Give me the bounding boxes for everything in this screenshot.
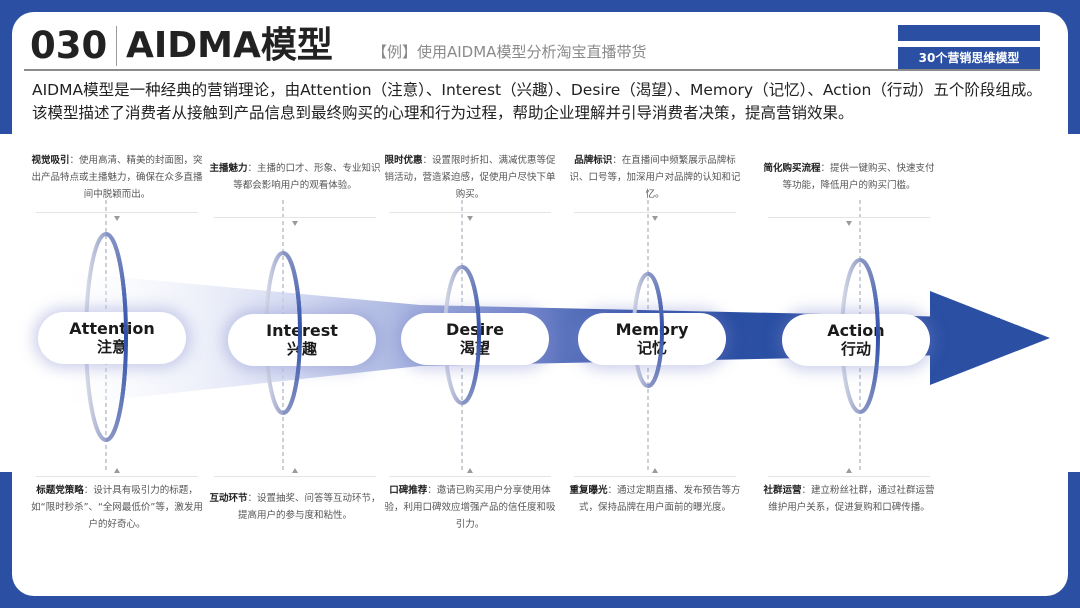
page-subtitle: 【例】使用AIDMA模型分析淘宝直播带货: [372, 43, 647, 61]
page-title: AIDMA模型: [126, 25, 333, 66]
down-triangle-icon: [652, 216, 658, 221]
stage-action: Action 行动: [782, 314, 930, 366]
stage-zh-label: 渴望: [459, 339, 490, 357]
note-memory-top: 品牌标识：在直播间中频繁展示品牌标识、口号等，加深用户对品牌的认知和记忆。: [568, 152, 742, 221]
note-text: ：设置限时折扣、满减优惠等促销活动，营造紧迫感，促使用户尽快下单购买。: [384, 155, 556, 200]
note-text: ：提供一键购买、快速支付等功能，降低用户的购买门槛。: [782, 163, 935, 191]
stage-interest: Interest 兴趣: [228, 314, 376, 366]
stage-attention: Attention 注意: [38, 312, 186, 364]
note-divider: [389, 212, 551, 213]
down-triangle-icon: [292, 221, 298, 226]
stage-zh-label: 行动: [840, 340, 871, 358]
note-title: 简化购买流程: [763, 163, 821, 174]
note-divider: [574, 212, 736, 213]
note-action-bottom: 社群运营：建立粉丝社群，通过社群运营维护用户关系，促进复购和口碑传播。: [762, 468, 936, 516]
note-text: ：设计具有吸引力的标题，如“限时秒杀”、“全网最低价”等，激发用户的好奇心。: [31, 485, 203, 530]
down-triangle-icon: [846, 221, 852, 226]
note-title: 互动环节: [209, 493, 248, 504]
badge-bar: [898, 25, 1040, 41]
note-text: ：邀请已购买用户分享使用体验，利用口碑效应增强产品的信任度和吸引力。: [384, 485, 556, 530]
note-interest-bottom: 互动环节：设置抽奖、问答等互动环节，提高用户的参与度和粘性。: [208, 468, 382, 524]
note-title: 社群运营: [763, 485, 802, 496]
stage-en-label: Action: [827, 321, 885, 340]
note-divider: [768, 217, 930, 218]
note-divider: [389, 476, 551, 477]
note-title: 视觉吸引: [31, 155, 70, 166]
up-triangle-icon: [467, 468, 473, 473]
stage-zh-label: 兴趣: [286, 340, 317, 358]
note-divider: [36, 212, 198, 213]
title-divider: [116, 26, 117, 66]
note-text: ：建立粉丝社群，通过社群运营维护用户关系，促进复购和口碑传播。: [768, 485, 935, 513]
note-divider: [36, 476, 198, 477]
up-triangle-icon: [652, 468, 658, 473]
note-divider: [574, 476, 736, 477]
stage-en-label: Interest: [266, 321, 338, 340]
stage-en-label: Desire: [446, 320, 504, 339]
note-divider: [214, 217, 376, 218]
note-attention-top: 视觉吸引：使用高清、精美的封面图，突出产品特点或主播魅力，确保在众多直播间中脱颖…: [30, 152, 204, 221]
up-triangle-icon: [114, 468, 120, 473]
series-badge: 30个营销思维模型: [898, 47, 1040, 69]
note-divider: [214, 476, 376, 477]
stage-memory: Memory 记忆: [578, 313, 726, 365]
note-interest-top: 主播魅力：主播的口才、形象、专业知识等都会影响用户的观看体验。: [208, 160, 382, 226]
model-number: 030: [30, 24, 108, 67]
down-triangle-icon: [114, 216, 120, 221]
note-text: ：主播的口才、形象、专业知识等都会影响用户的观看体验。: [233, 163, 381, 191]
title-underline: [24, 69, 1040, 71]
note-attention-bottom: 标题党策略：设计具有吸引力的标题，如“限时秒杀”、“全网最低价”等，激发用户的好…: [30, 468, 204, 533]
intro-paragraph: AIDMA模型是一种经典的营销理论，由Attention（注意）、Interes…: [32, 81, 1042, 122]
up-triangle-icon: [292, 468, 298, 473]
stage-en-label: Attention: [69, 319, 155, 338]
note-title: 重复曝光: [569, 485, 608, 496]
up-triangle-icon: [846, 468, 852, 473]
ring-front-arcs: [105, 232, 880, 442]
note-text: ：在直播间中频繁展示品牌标识、口号等，加深用户对品牌的认知和记忆。: [569, 155, 741, 200]
note-desire-bottom: 口碑推荐：邀请已购买用户分享使用体验，利用口碑效应增强产品的信任度和吸引力。: [383, 468, 557, 533]
note-action-top: 简化购买流程：提供一键购买、快速支付等功能，降低用户的购买门槛。: [762, 160, 936, 226]
note-text: ：使用高清、精美的封面图，突出产品特点或主播魅力，确保在众多直播间中脱颖而出。: [31, 155, 203, 200]
note-text: ：设置抽奖、问答等互动环节，提高用户的参与度和粘性。: [237, 493, 381, 521]
stage-desire: Desire 渴望: [401, 313, 549, 365]
stage-en-label: Memory: [615, 320, 689, 339]
note-title: 限时优惠: [384, 155, 423, 166]
note-desire-top: 限时优惠：设置限时折扣、满减优惠等促销活动，营造紧迫感，促使用户尽快下单购买。: [383, 152, 557, 221]
note-title: 品牌标识: [574, 155, 613, 166]
note-text: ：通过定期直播、发布预告等方式，保持品牌在用户面前的曝光度。: [578, 485, 741, 513]
note-title: 标题党策略: [36, 485, 84, 496]
note-title: 主播魅力: [209, 163, 248, 174]
note-memory-bottom: 重复曝光：通过定期直播、发布预告等方式，保持品牌在用户面前的曝光度。: [568, 468, 742, 516]
down-triangle-icon: [467, 216, 473, 221]
stage-zh-label: 注意: [96, 338, 127, 356]
arrow-head: [930, 291, 1050, 385]
note-title: 口碑推荐: [389, 485, 428, 496]
note-divider: [768, 476, 930, 477]
